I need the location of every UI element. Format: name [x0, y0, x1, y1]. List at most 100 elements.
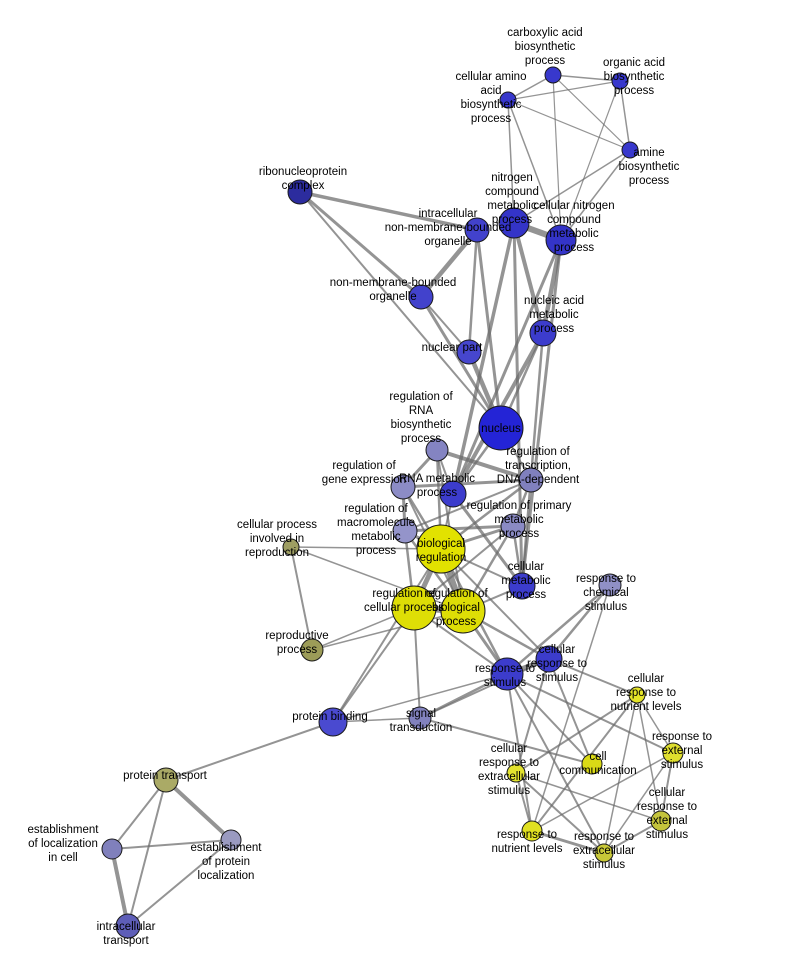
node-nitrogenComp[interactable]	[498, 207, 530, 239]
node-regPrimary[interactable]	[500, 513, 526, 539]
node-proteinBinding[interactable]	[318, 707, 348, 737]
edge-respNutrient-respExtracell[interactable]	[530, 829, 606, 855]
edge-cellAmino-amine[interactable]	[507, 99, 631, 151]
node-carboxylic[interactable]	[544, 66, 562, 84]
edge-cellRespStim-respChem[interactable]	[547, 583, 612, 661]
node-rnaMetab[interactable]	[439, 480, 467, 508]
node-reprodProc[interactable]	[300, 638, 324, 662]
edge-intraNMBO-nmbo[interactable]	[418, 227, 480, 300]
edge-respChem-respNutrient[interactable]	[531, 584, 611, 832]
edge-regRNAbio-regTranscription[interactable]	[435, 448, 533, 482]
edge-cellRespNutrient-respExternal[interactable]	[636, 694, 674, 754]
node-cellRespExtracell[interactable]	[506, 763, 526, 783]
edge-proteinBinding-proteinTransport[interactable]	[165, 721, 334, 781]
edge-proteinTransport-estProtLoc[interactable]	[164, 778, 233, 842]
edge-cpReprod-bioReg[interactable]	[290, 546, 442, 550]
node-respStim[interactable]	[490, 657, 524, 691]
node-respExtracell[interactable]	[594, 843, 614, 863]
node-cpReprod[interactable]	[282, 538, 300, 556]
edge-amine-nitrogenComp[interactable]	[513, 149, 631, 224]
node-respChem[interactable]	[598, 573, 622, 597]
edge-respExternal-cellRespExternal[interactable]	[660, 752, 674, 822]
edge-respExternal-respExtracell[interactable]	[603, 752, 674, 854]
edge-reprodProc-regBioProc[interactable]	[311, 610, 464, 651]
node-proteinTransport[interactable]	[153, 767, 179, 793]
edge-organic-cellNitrogen[interactable]	[560, 80, 621, 241]
edge-signalTransd-cellRespStim[interactable]	[419, 658, 550, 719]
node-cellRespNutrient[interactable]	[628, 686, 646, 704]
edge-respStim-respChem[interactable]	[505, 583, 612, 676]
edge-proteinBinding-regCellProc[interactable]	[332, 607, 415, 723]
node-regRNAbio[interactable]	[425, 438, 449, 462]
node-regBioProc[interactable]	[440, 588, 486, 634]
edge-cellRespNutrient-respExtracell[interactable]	[603, 694, 638, 854]
edge-proteinTransport-intraTransport[interactable]	[127, 779, 167, 927]
node-respExternal[interactable]	[662, 742, 684, 764]
edge-estLocCell-intraTransport[interactable]	[110, 847, 130, 928]
node-cellRespExternal[interactable]	[650, 810, 672, 832]
node-bioReg[interactable]	[416, 524, 466, 574]
edge-rnaMetab-cellMetab[interactable]	[451, 492, 524, 588]
edge-nucleicAcid-cellMetab[interactable]	[520, 331, 545, 588]
node-regMacromol[interactable]	[392, 518, 418, 544]
edge-amine-cellNitrogen[interactable]	[560, 149, 631, 241]
edge-regTranscription-regGeneExpr[interactable]	[401, 478, 533, 489]
edge-organic-amine[interactable]	[619, 80, 631, 151]
edge-ribonucleo-nmbo[interactable]	[298, 190, 423, 299]
edge-carboxylic-amine[interactable]	[552, 74, 631, 151]
node-cellNitrogen[interactable]	[545, 224, 577, 256]
edge-ribonucleo-intraNMBO[interactable]	[298, 190, 479, 232]
node-cellComm[interactable]	[581, 753, 603, 775]
node-regGeneExpr[interactable]	[390, 474, 416, 500]
edge-cellRespStim-cellRespNutrient[interactable]	[548, 658, 638, 696]
edge-bioReg-cellRespStim[interactable]	[440, 548, 550, 660]
edge-proteinBinding-signalTransd[interactable]	[332, 717, 421, 723]
edge-ribonucleo-nucleus[interactable]	[299, 191, 502, 429]
node-estLocCell[interactable]	[101, 838, 123, 860]
node-regTranscription[interactable]	[518, 467, 544, 493]
edge-estLocCell-estProtLoc[interactable]	[111, 839, 232, 850]
node-ribonucleo[interactable]	[287, 179, 313, 205]
edge-regMacromol-regPrimary[interactable]	[403, 524, 515, 533]
node-intraTransport[interactable]	[115, 913, 141, 939]
edge-cellAmino-cellNitrogen[interactable]	[507, 99, 562, 241]
node-intraNMBO[interactable]	[464, 217, 490, 243]
node-respNutrient[interactable]	[521, 820, 543, 842]
node-regCellProc[interactable]	[391, 585, 437, 631]
edge-estProtLoc-intraTransport[interactable]	[127, 839, 232, 927]
edge-signalTransd-cellComm[interactable]	[419, 717, 593, 765]
edge-carboxylic-cellNitrogen[interactable]	[552, 74, 562, 241]
edge-carboxylic-organic[interactable]	[552, 74, 621, 82]
edge-cellRespExternal-respExtracell[interactable]	[603, 820, 662, 854]
node-nucleus[interactable]	[478, 405, 524, 451]
edge-cellRespExtracell-respExtracell[interactable]	[515, 772, 605, 854]
node-nmbo[interactable]	[408, 284, 434, 310]
edge-cellRespStim-cellRespExtracell[interactable]	[515, 658, 550, 774]
edge-cellAmino-nitrogenComp[interactable]	[507, 99, 515, 224]
node-amine[interactable]	[621, 141, 639, 159]
edge-cellNitrogen-rnaMetab[interactable]	[451, 238, 563, 496]
edge-proteinBinding-respStim[interactable]	[332, 673, 508, 723]
node-cellAmino[interactable]	[499, 91, 517, 109]
node-cellRespStim[interactable]	[535, 645, 563, 673]
edge-nitrogenComp-nucleicAcid[interactable]	[512, 221, 545, 335]
edge-respStim-respExtracell[interactable]	[506, 673, 605, 854]
edge-proteinTransport-estLocCell[interactable]	[111, 779, 167, 850]
node-nuclearPart[interactable]	[456, 339, 482, 365]
node-signalTransd[interactable]	[408, 706, 432, 730]
edge-nitrogenComp-rnaMetab[interactable]	[451, 221, 516, 496]
edge-cellRespExtracell-cellRespExternal[interactable]	[515, 772, 662, 822]
node-nucleicAcid[interactable]	[529, 319, 557, 347]
edge-respExternal-respNutrient[interactable]	[531, 752, 674, 832]
node-organic[interactable]	[611, 72, 629, 90]
edge-cellComm-respStim[interactable]	[506, 673, 593, 765]
edge-cellRespNutrient-cellRespExternal[interactable]	[636, 694, 662, 822]
edge-organic-cellAmino[interactable]	[507, 80, 621, 101]
edge-proteinBinding-bioReg[interactable]	[332, 548, 442, 723]
edge-intraNMBO-nuclearPart[interactable]	[467, 228, 479, 354]
edge-respStim-respNutrient[interactable]	[506, 673, 533, 832]
edge-cellNitrogen-cellMetab[interactable]	[520, 238, 563, 588]
edge-carboxylic-cellAmino[interactable]	[507, 74, 554, 101]
edge-nmbo-nucleus[interactable]	[419, 295, 503, 430]
